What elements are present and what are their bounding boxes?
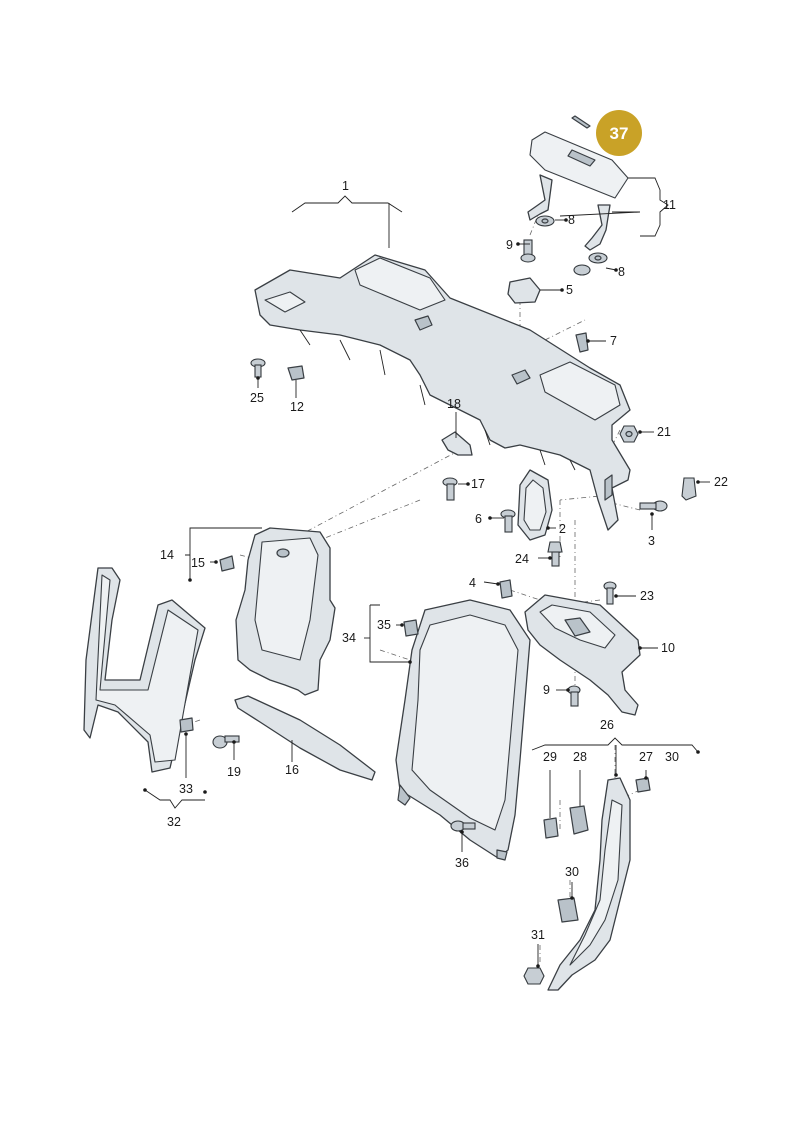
part-29-block[interactable] (543, 817, 559, 839)
label-30b: 30 (565, 865, 579, 879)
part-14-housing[interactable] (235, 527, 336, 696)
part-10-tray[interactable] (524, 594, 641, 716)
part-21-nut[interactable] (619, 425, 639, 443)
part-30-block[interactable] (557, 897, 579, 923)
label-33: 33 (179, 782, 193, 796)
part-7-clip[interactable] (575, 332, 589, 353)
part-31-nut[interactable] (523, 967, 545, 985)
label-6: 6 (475, 512, 482, 526)
part-18-bracket[interactable] (441, 431, 473, 456)
part-24-screw[interactable] (547, 541, 563, 567)
label-7: 7 (610, 334, 617, 348)
label-5: 5 (566, 283, 573, 297)
label-8a: 8 (568, 213, 575, 227)
leader-dots (143, 218, 700, 968)
part-36-screw[interactable] (450, 820, 476, 832)
part-35-clip[interactable] (403, 619, 419, 637)
label-14: 14 (160, 548, 174, 562)
part-2-trim[interactable] (517, 469, 553, 541)
label-30a: 30 (665, 750, 679, 764)
part-33-clip[interactable] (179, 717, 194, 733)
label-18: 18 (447, 397, 461, 411)
label-8b: 8 (618, 265, 625, 279)
label-23: 23 (640, 589, 654, 603)
label-35: 35 (377, 618, 391, 632)
part-26-pillar-trim[interactable] (547, 777, 631, 991)
part-22-bolt[interactable] (681, 477, 697, 501)
part-27-clip[interactable] (635, 777, 651, 793)
part-1-dashboard-carrier[interactable] (254, 254, 631, 531)
label-9b: 9 (543, 683, 550, 697)
label-19: 19 (227, 765, 241, 779)
label-10: 10 (661, 641, 675, 655)
part-9-screw-bottom[interactable] (567, 685, 581, 707)
label-12: 12 (290, 400, 304, 414)
label-34: 34 (342, 631, 356, 645)
label-2: 2 (559, 522, 566, 536)
label-22: 22 (714, 475, 728, 489)
label-28: 28 (573, 750, 587, 764)
part-4-clip[interactable] (499, 579, 513, 599)
label-3: 3 (648, 534, 655, 548)
label-21: 21 (657, 425, 671, 439)
part-19-screw[interactable] (212, 735, 240, 749)
label-27: 27 (639, 750, 653, 764)
part-9-screw-top[interactable] (520, 239, 536, 263)
part-17-screw[interactable] (442, 477, 458, 501)
part-12-clip[interactable] (287, 365, 305, 381)
label-16: 16 (285, 763, 299, 777)
label-9a: 9 (506, 238, 513, 252)
label-15: 15 (191, 556, 205, 570)
part-28-block[interactable] (569, 805, 589, 835)
highlight-badge-label: 37 (610, 124, 629, 143)
part-6-screw[interactable] (500, 509, 516, 533)
part-labels: 1 2 3 4 5 6 7 8 8 9 9 10 11 12 14 15 16 … (160, 179, 728, 942)
part-37-cover[interactable] (529, 115, 629, 199)
part-32-trim-frame[interactable] (83, 567, 206, 773)
label-17: 17 (471, 477, 485, 491)
part-16-strip[interactable] (234, 695, 376, 781)
part-3-screw[interactable] (639, 500, 668, 512)
label-24: 24 (515, 552, 529, 566)
label-1: 1 (342, 179, 349, 193)
part-8-washers[interactable] (535, 215, 608, 276)
label-25: 25 (250, 391, 264, 405)
part-23-screw[interactable] (603, 581, 617, 605)
part-5-cover[interactable] (507, 277, 541, 304)
label-4: 4 (469, 576, 476, 590)
label-29: 29 (543, 750, 557, 764)
leader-lines (144, 177, 710, 966)
part-25-screw[interactable] (250, 358, 266, 378)
part-15-clip[interactable] (219, 555, 235, 572)
label-32: 32 (167, 815, 181, 829)
label-26: 26 (600, 718, 614, 732)
part-34-backrest-panel[interactable] (395, 599, 531, 861)
highlight-badge[interactable]: 37 (596, 110, 642, 156)
label-11: 11 (663, 198, 676, 212)
label-31: 31 (531, 928, 545, 942)
label-36: 36 (455, 856, 469, 870)
